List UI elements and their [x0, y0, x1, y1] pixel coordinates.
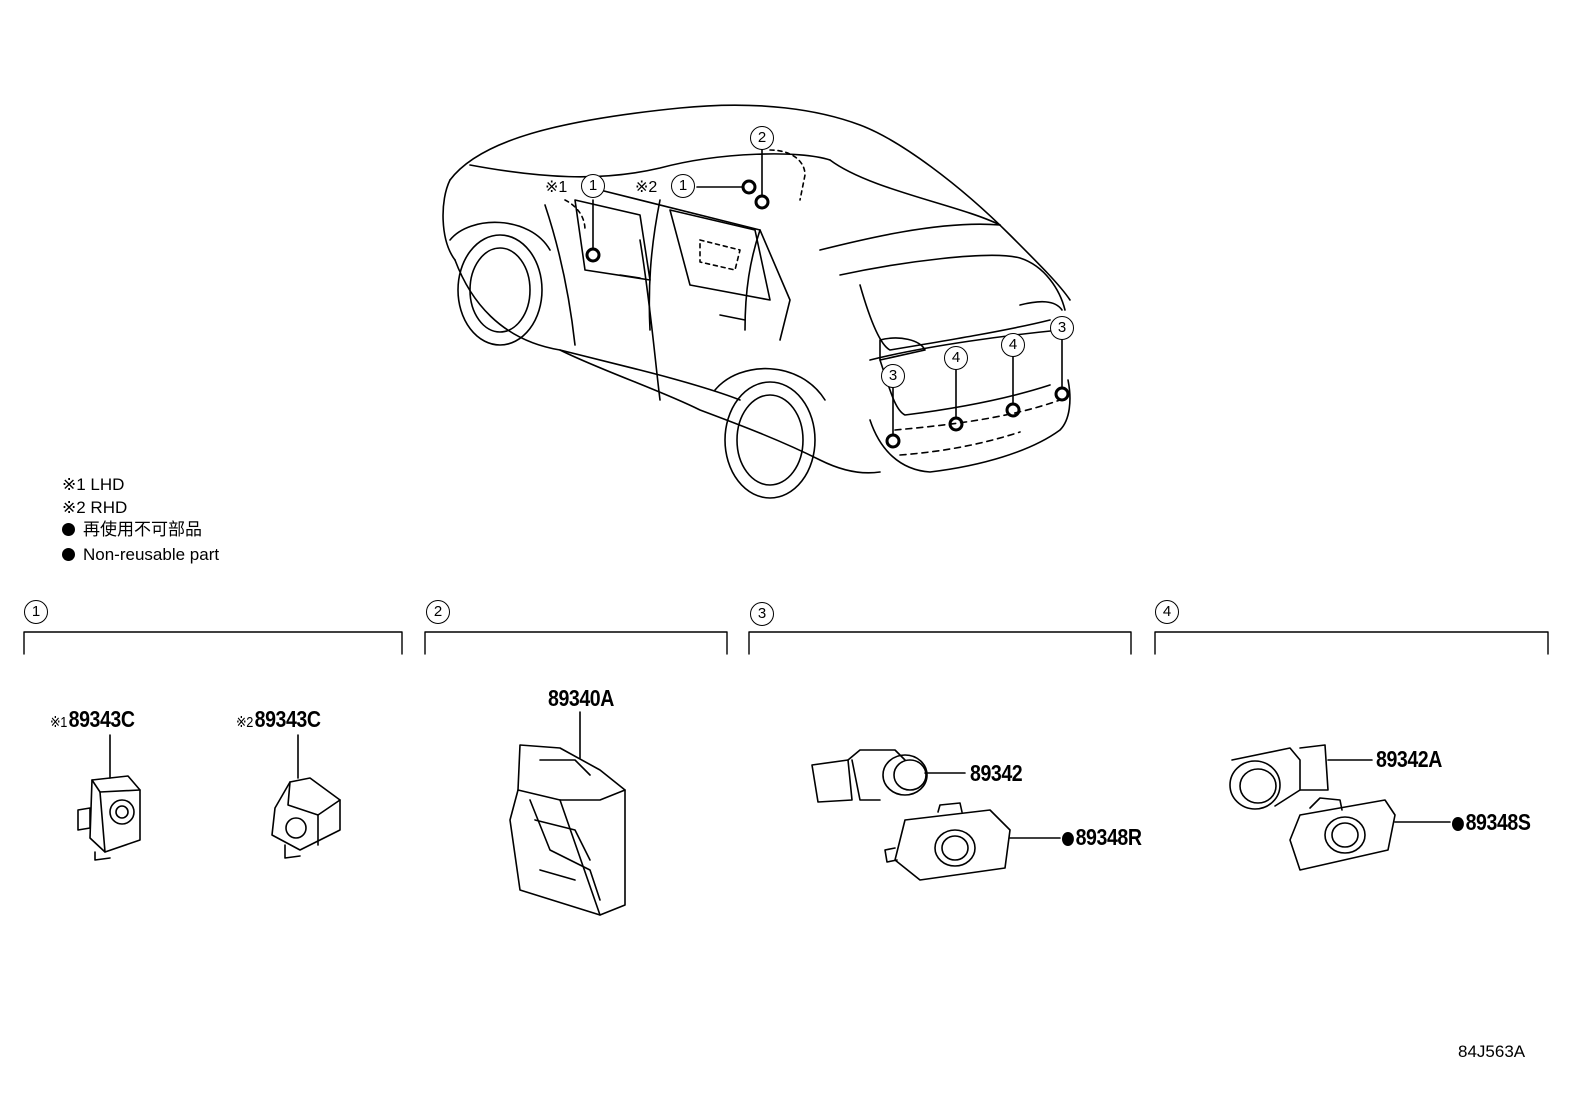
callout-4-right: 4 [1001, 333, 1025, 357]
nonreusable-dot-icon [62, 523, 75, 536]
legend-note-lhd: ※1 LHD [62, 475, 125, 494]
part-3-retainer-drawing [884, 802, 1061, 881]
group-3-number: 3 [750, 602, 774, 626]
callout-3-left: 3 [881, 364, 905, 388]
callout-2: 2 [750, 126, 774, 150]
callout-4-left: 4 [944, 346, 968, 370]
nonreusable-dot-icon [1062, 832, 1074, 846]
part-number-89340a: 89340A [548, 685, 614, 711]
legend-note-rhd: ※2 RHD [62, 498, 128, 517]
callout-mark-rhd: ※2 [635, 179, 658, 196]
part-3-sensor-drawing [811, 749, 966, 803]
callout-1-lhd: 1 [581, 174, 605, 198]
group-1-number: 1 [24, 600, 48, 624]
callout-1-rhd: 1 [671, 174, 695, 198]
part-number-89348s: 89348S [1452, 811, 1531, 834]
group-4-number: 4 [1155, 600, 1179, 624]
callout-3-right: 3 [1050, 316, 1074, 340]
group-2-number: 2 [426, 600, 450, 624]
part-number-89343c-rhd: ※289343C [236, 706, 321, 732]
callout-mark-lhd: ※1 [545, 179, 568, 196]
part-1-lhd-drawing [77, 734, 141, 861]
drawing-code: 84J563A [1458, 1042, 1526, 1061]
part-2-ecu-drawing [509, 711, 626, 916]
part-1-rhd-drawing [271, 734, 341, 859]
vehicle-callout-leaders [592, 149, 1063, 436]
part-number-89348r: 89348R [1062, 826, 1142, 849]
vehicle-illustration [442, 104, 1071, 499]
part-number-89342: 89342 [970, 760, 1023, 786]
part-4-retainer-drawing [1289, 797, 1451, 871]
part-4-sensor-drawing [1229, 744, 1373, 810]
part-number-89342a: 89342A [1376, 746, 1442, 772]
legend-nonreusable-jp: 再使用不可部品 [62, 521, 202, 538]
nonreusable-dot-icon [1452, 817, 1464, 831]
nonreusable-dot-icon [62, 548, 75, 561]
part-number-89343c-lhd: ※189343C [50, 706, 135, 732]
legend-nonreusable-en: Non-reusable part [62, 546, 219, 563]
group-brackets [23, 631, 1549, 655]
sensor-location-markers [585, 179, 1070, 449]
